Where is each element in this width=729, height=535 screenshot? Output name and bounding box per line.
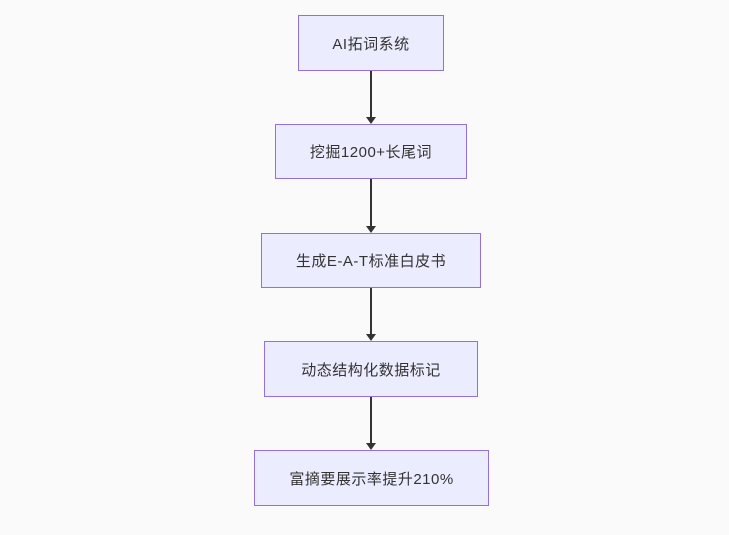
node-label: 生成E-A-T标准白皮书 [295,253,447,270]
arrowhead-icon [366,443,376,450]
arrowhead-icon [366,226,376,233]
node-label: 挖掘1200+长尾词 [309,144,433,161]
node-label: AI拓词系统 [332,35,410,53]
arrow-line [370,71,372,118]
node-ai-keyword-system: AI拓词系统 [298,15,444,71]
node-eat-whitepaper: 生成E-A-T标准白皮书 [261,233,481,288]
node-longtail-mining: 挖掘1200+长尾词 [275,124,467,179]
arrowhead-icon [366,117,376,124]
flow-arrow-1 [366,71,376,124]
node-label: 富摘要展示率提升210% [289,470,454,488]
node-structured-data-markup: 动态结构化数据标记 [264,341,478,397]
node-rich-snippet-result: 富摘要展示率提升210% [254,450,489,506]
node-label: 动态结构化数据标记 [301,361,441,379]
arrow-line [370,397,372,444]
arrow-line [370,288,372,335]
flow-arrow-2 [366,179,376,233]
flow-arrow-4 [366,397,376,450]
flow-arrow-3 [366,288,376,341]
arrowhead-icon [366,334,376,341]
arrow-line [370,179,372,227]
